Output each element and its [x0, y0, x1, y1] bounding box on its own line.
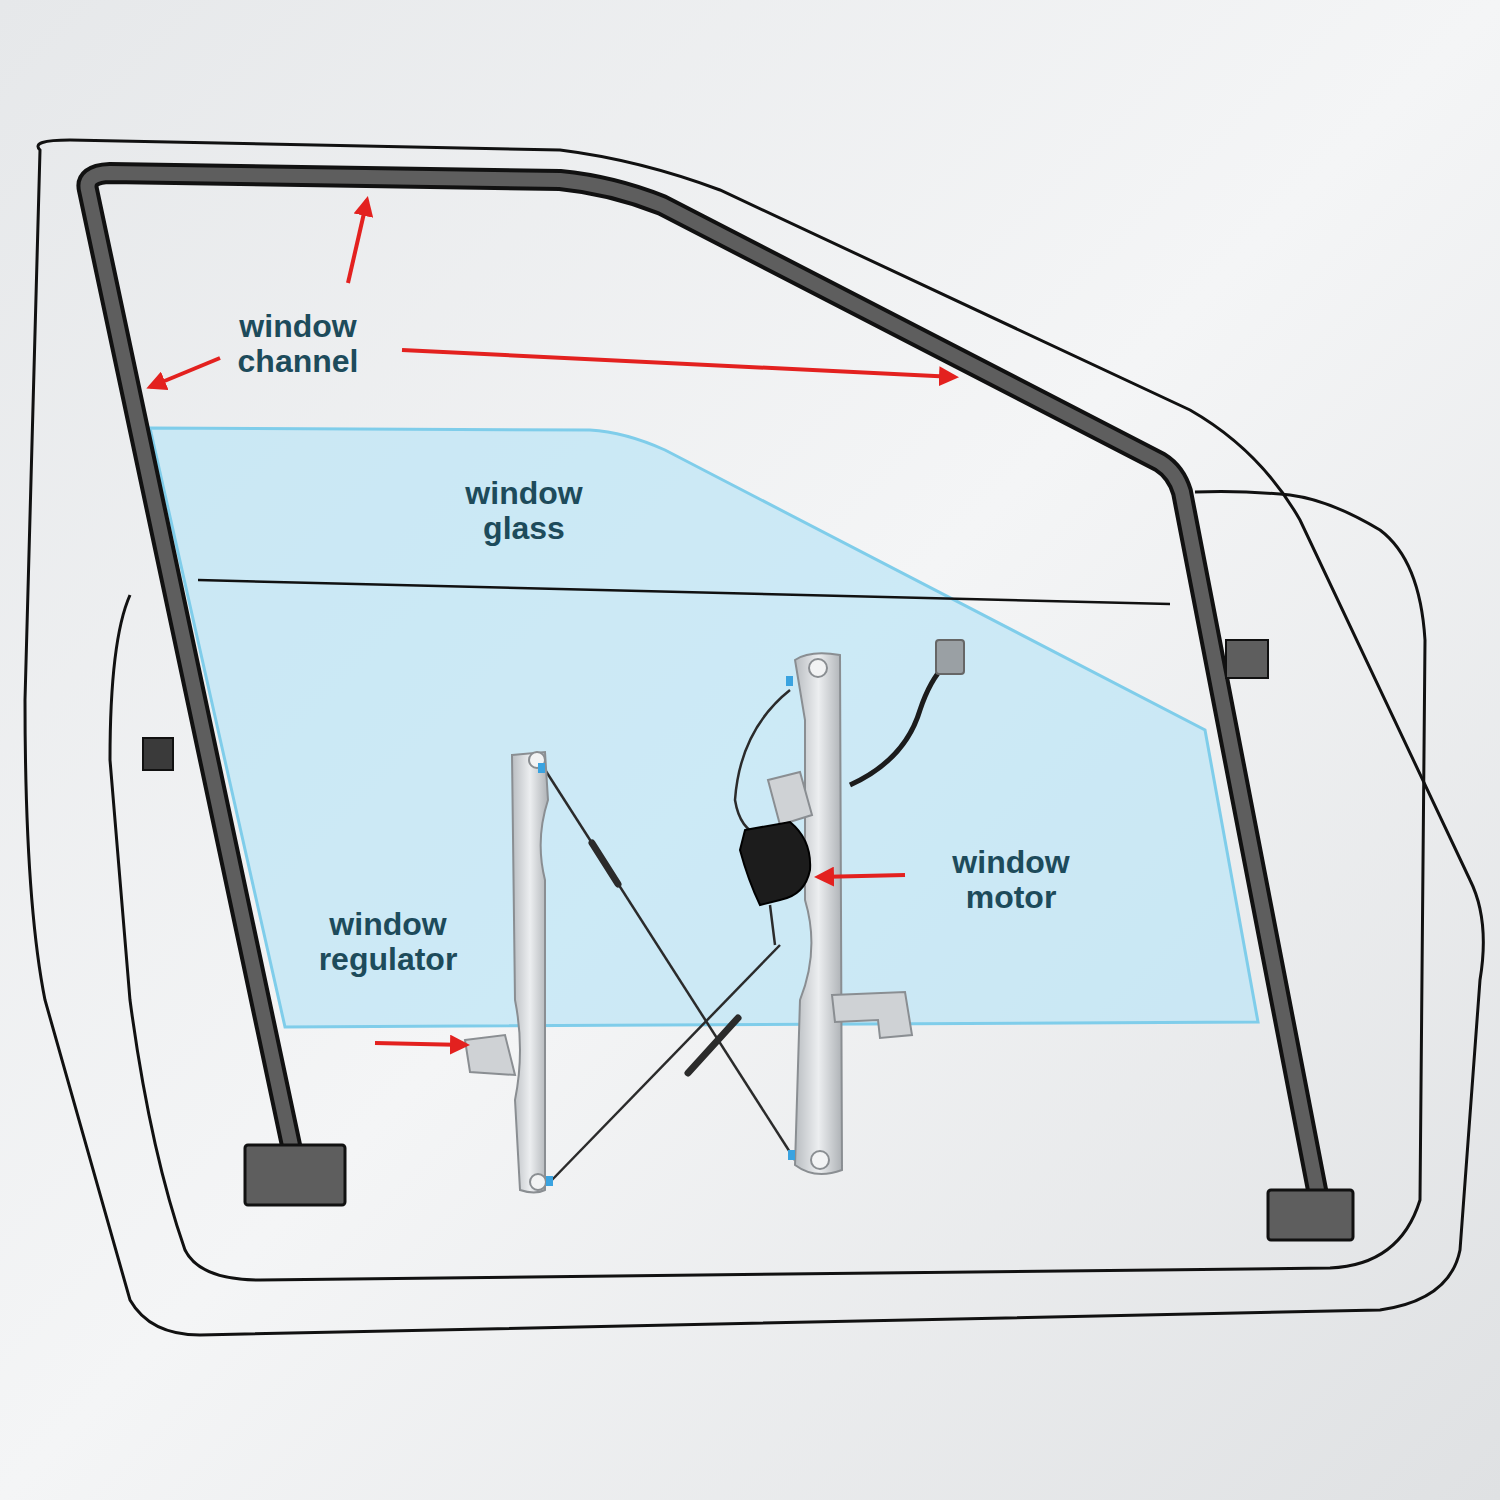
window-motor	[740, 822, 810, 905]
motor-wire	[850, 665, 945, 785]
wire-connector	[936, 640, 964, 674]
belt-line	[198, 580, 1170, 604]
regulator-rail	[795, 653, 842, 1174]
regulator-rail	[512, 752, 548, 1193]
regulator-cables	[542, 690, 795, 1182]
channel-tab	[143, 738, 173, 770]
part-label: window motor	[921, 845, 1101, 914]
motor-housing	[768, 772, 812, 825]
cable-ends	[538, 676, 795, 1186]
regulator-bracket	[465, 1035, 515, 1075]
part-label: window channel	[208, 309, 388, 378]
part-label: window glass	[434, 476, 614, 545]
window-channel	[87, 173, 1318, 1195]
channel-tab	[1226, 640, 1268, 678]
leader-arrows	[150, 200, 955, 1045]
part-label: window regulator	[298, 907, 478, 976]
channel-foot	[245, 1145, 345, 1205]
window-channel-fill	[87, 173, 1318, 1195]
channel-foot	[1268, 1190, 1353, 1240]
rail-pulleys	[529, 659, 829, 1190]
window-glass	[150, 428, 1258, 1027]
cable-sleeves	[592, 843, 738, 1073]
door-outline	[25, 140, 1483, 1335]
regulator-bracket	[832, 992, 912, 1038]
